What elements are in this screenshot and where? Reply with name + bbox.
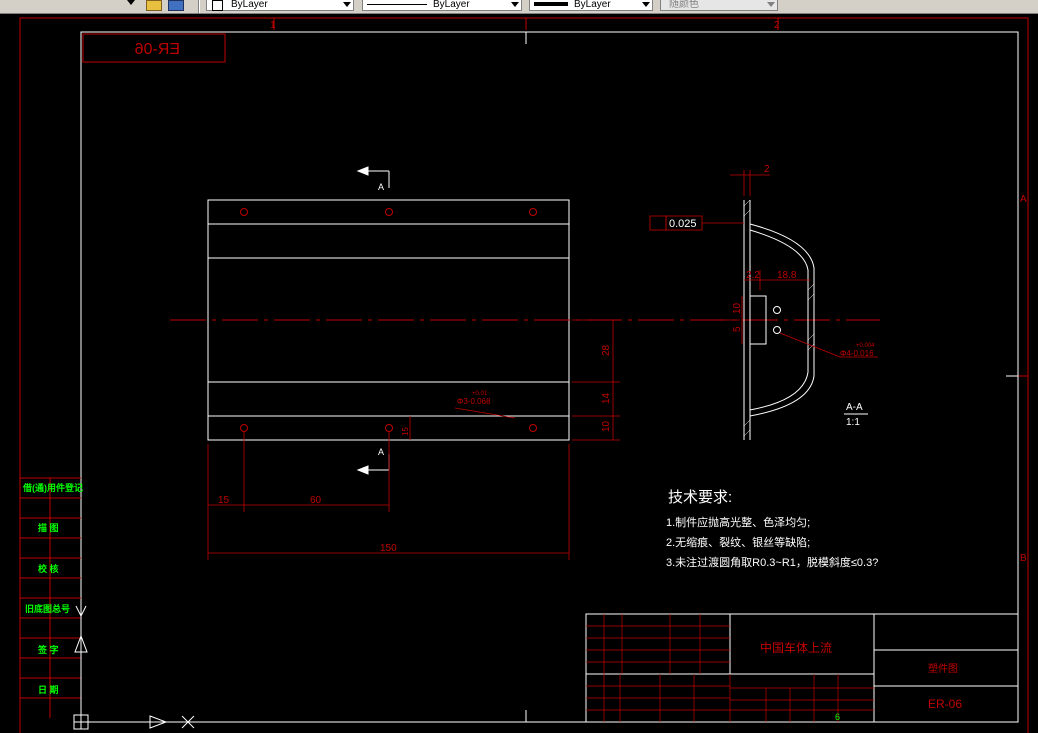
- chevron-down-icon: [343, 2, 351, 7]
- dim-hole-section-tol: +0.004: [856, 343, 875, 349]
- plotstyle-select-value: 随颜色: [669, 0, 699, 10]
- side-strip: [20, 477, 81, 718]
- dropdown-arrow-icon[interactable]: [127, 0, 135, 5]
- side-label-trace: 描 图: [38, 522, 59, 533]
- layer-previous-icon[interactable]: [168, 0, 184, 11]
- dim-10: 10: [601, 420, 612, 432]
- linetype-select[interactable]: ByLayer: [362, 0, 522, 11]
- section-marker-bottom: [356, 454, 390, 475]
- section-dimensions: [649, 170, 878, 358]
- section-hatch: [743, 199, 815, 437]
- side-label-old-no: 旧底图总号: [25, 603, 70, 614]
- mirrored-title: ER-06: [135, 41, 180, 58]
- zone-label-1: 1: [270, 20, 276, 31]
- tech-req-line-1: 1.制件应抛高光整、色泽均匀;: [666, 515, 810, 529]
- dim-10-section: 10: [732, 302, 743, 314]
- plotstyle-select[interactable]: 随颜色: [660, 0, 778, 11]
- front-dimensions: [207, 319, 620, 560]
- zone-label-b: B: [1020, 553, 1027, 564]
- dim-hole-front-tol: +0.01: [472, 391, 488, 397]
- dim-2: 2: [764, 164, 770, 175]
- chevron-down-icon: [511, 2, 519, 7]
- toolbar-separator: [198, 0, 200, 13]
- linetype-sample: [367, 4, 427, 5]
- dim-150: 150: [380, 543, 397, 554]
- drawing-canvas[interactable]: 1 2 A B ER-06 借(通)用件登记 描 图 校 核 旧底图总号 签 字…: [0, 14, 1038, 733]
- drawing-frame: [80, 31, 1019, 723]
- sheet-border: [19, 17, 1029, 733]
- side-label-sign: 签 字: [37, 644, 59, 655]
- sheet-number: 6: [835, 712, 840, 722]
- zone-label-2: 2: [774, 20, 780, 31]
- dim-hole-front: Φ3-0.068: [457, 397, 491, 406]
- dim-60: 60: [310, 495, 322, 506]
- dim-15: 15: [218, 495, 230, 506]
- part-name: 塑件图: [928, 663, 958, 675]
- dim-5-section: 5: [732, 326, 743, 332]
- dim-15-vertical: 15: [401, 427, 410, 436]
- ucs-icon: [73, 605, 195, 730]
- section-marker-top: [356, 166, 390, 188]
- color-select-value: ByLayer: [231, 0, 268, 10]
- properties-toolbar: ByLayer ByLayer ByLayer 随颜色: [0, 0, 1038, 14]
- zone-label-a: A: [1020, 194, 1027, 205]
- dim-2-2: 2.2: [746, 270, 760, 281]
- dim-hole-section: Φ4-0.016: [840, 349, 874, 358]
- section-marker-label-bottom: A: [378, 447, 384, 457]
- tech-req-line-2: 2.无缩痕、裂纹、银丝等缺陷;: [666, 535, 810, 549]
- section-view: [743, 200, 815, 440]
- side-label-check: 校 核: [38, 563, 59, 574]
- tech-req-line-3: 3.未注过渡圆角取R0.3~R1，脱模斜度≤0.3?: [666, 555, 878, 569]
- mounting-holes: [240, 208, 537, 432]
- dim-14: 14: [601, 392, 612, 404]
- color-select[interactable]: ByLayer: [206, 0, 354, 11]
- mirrored-title-box: [82, 33, 226, 63]
- title-block-grid: [586, 614, 874, 722]
- side-label-date: 日 期: [38, 684, 59, 695]
- section-marker-label-top: A: [378, 182, 384, 192]
- side-label-register: 借(通)用件登记: [22, 482, 83, 493]
- layer-manager-icon[interactable]: [146, 0, 162, 11]
- linetype-select-value: ByLayer: [433, 0, 470, 10]
- tech-req-title: 技术要求:: [668, 489, 732, 506]
- flatness-tolerance: 0.025: [669, 218, 697, 230]
- color-swatch-icon: [212, 0, 223, 11]
- dim-18-8: 18.8: [777, 270, 797, 281]
- drawing-number: ER-06: [928, 697, 962, 711]
- lineweight-sample: [534, 2, 568, 6]
- company-name: 中国车体上流: [760, 640, 832, 655]
- dim-28: 28: [601, 344, 612, 356]
- section-label: A-A: [846, 402, 863, 413]
- chevron-down-icon: [767, 2, 775, 7]
- chevron-down-icon: [642, 2, 650, 7]
- section-scale: 1:1: [846, 417, 860, 428]
- lineweight-select-value: ByLayer: [574, 0, 611, 10]
- lineweight-select[interactable]: ByLayer: [529, 0, 653, 11]
